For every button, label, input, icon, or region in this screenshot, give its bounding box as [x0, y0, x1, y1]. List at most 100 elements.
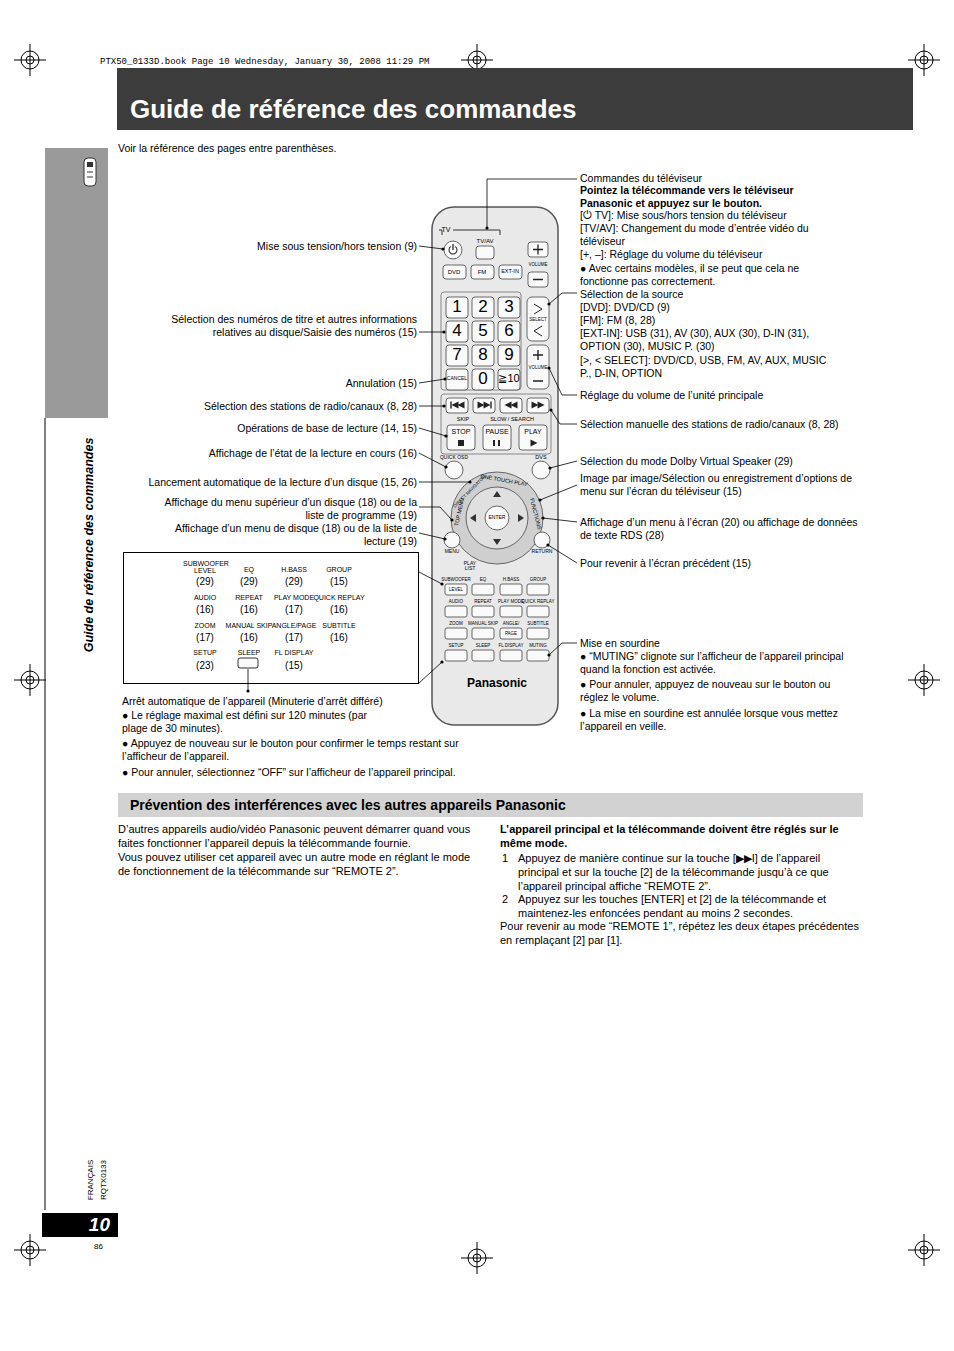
tv-bracket: [453, 230, 500, 235]
button-label: GROUP: [326, 566, 352, 573]
button-label: AUDIO: [194, 594, 216, 601]
button-label: 1: [452, 298, 461, 316]
text-label: RQTX0133: [97, 1160, 110, 1200]
symbol: [478, 402, 485, 409]
button-label: (16): [330, 633, 348, 644]
button-label: QUICK OSD: [440, 455, 468, 460]
leader-line: [419, 572, 442, 584]
text-label: Pour revenir à l’écran précédent (15): [580, 557, 865, 570]
button-label: EQ: [244, 566, 254, 573]
leader-dot: [442, 404, 445, 407]
remote-button: [472, 321, 494, 342]
button-label: (23): [196, 661, 214, 672]
enlarged-button-panel: SUBWOOFER LEVEL(29)EQ(29)H.BASS(29)GROUP…: [123, 552, 419, 684]
registration-mark: [908, 664, 940, 696]
button-label: (17): [285, 633, 303, 644]
remote-button: [500, 398, 522, 413]
button-label: (16): [240, 605, 258, 616]
text-label: ● Le réglage maximal est défini sur 120 …: [122, 709, 392, 735]
navigation-dial: [451, 472, 543, 564]
symbol: [505, 402, 512, 409]
text-label: Opérations de base de lecture (14, 15): [120, 422, 417, 435]
button-label: ANGLE/PAGE: [272, 622, 317, 629]
leader-dot: [546, 543, 549, 546]
leader-dot: [547, 653, 550, 656]
button-label: (17): [285, 605, 303, 616]
button-label: (16): [330, 605, 348, 616]
button-label: ZOOM: [449, 622, 463, 627]
button-label: PLAY: [524, 428, 541, 435]
button-label: PAGE: [505, 632, 517, 637]
remote-button: [472, 628, 494, 639]
remote-button: [446, 297, 468, 318]
text-label: Arrêt automatique de l’appareil (Minuter…: [122, 695, 452, 708]
page-number-box: 10: [42, 1213, 118, 1237]
button-label: (16): [240, 633, 258, 644]
text-label: Affichage d’un menu à l’écran (20) ou af…: [580, 516, 865, 542]
button-label: 5: [478, 322, 487, 340]
remote-button: [519, 425, 547, 450]
button-label: ENTER: [489, 515, 506, 520]
button-group: [441, 394, 551, 454]
button-label: MANUAL SKIP: [468, 622, 498, 627]
button-label: RETURN: [532, 549, 553, 554]
text-label: Pointez la télécommande vers le télévise…: [580, 184, 820, 210]
button-label: H.BASS: [503, 578, 520, 583]
sleep-button: [238, 658, 258, 668]
button-label: (29): [285, 577, 303, 588]
button-label: STOP: [452, 428, 471, 435]
leader-dot: [450, 518, 453, 521]
text-label: Mise sous tension/hors tension (9): [120, 240, 417, 253]
button-label: FM: [478, 269, 487, 275]
leader-line: [549, 643, 577, 655]
button-label: QUICK REPLAY: [313, 594, 364, 601]
symbol: [452, 402, 459, 409]
button-label: 3: [504, 298, 513, 316]
leader-line: [419, 428, 446, 436]
button-label: 8: [478, 346, 487, 364]
remote-button: [499, 265, 522, 279]
button-label: SLEEP: [476, 644, 491, 649]
symbol: [484, 402, 491, 409]
symbol: [531, 440, 538, 447]
button-label: SETUP: [193, 649, 216, 656]
page-title: Guide de référence des commandes: [130, 94, 577, 124]
button-label: 2: [478, 298, 487, 316]
text-label: Vous pouvez utiliser cet appareil avec u…: [118, 850, 478, 878]
text-label: Affichage du menu supérieur d’un disque …: [160, 496, 417, 522]
button-label: SUBTITLE: [527, 622, 549, 627]
remote-button: [473, 398, 495, 413]
remote-button: [498, 321, 520, 342]
remote-button: [443, 265, 466, 279]
leader-lines: [248, 179, 577, 691]
symbol: [470, 491, 524, 545]
button-label: 0: [478, 370, 487, 388]
button-label: EXT-IN: [501, 269, 519, 275]
button-label: MANUAL SKIP: [226, 622, 273, 629]
leader-dot: [541, 516, 544, 519]
button-label: SUBWOOFER LEVEL: [183, 560, 227, 575]
text-label: L’appareil principal et la télécommande …: [500, 822, 865, 850]
remote-button: [527, 398, 549, 413]
leader-dot: [440, 660, 443, 663]
button-label: SLOW / SEARCH: [490, 417, 534, 423]
symbol: [494, 440, 499, 446]
button-label: ZOOM: [195, 622, 216, 629]
remote-button: [445, 628, 467, 639]
button-label: PLAY MODE: [274, 594, 314, 601]
button-label: SELECT: [529, 318, 547, 323]
remote-button: [446, 369, 468, 390]
button-label: EQ: [480, 578, 487, 583]
remote-button: [446, 321, 468, 342]
button-label: TV/AV: [477, 238, 494, 244]
leader-dot: [485, 226, 488, 229]
text-label: Sélection de la source: [580, 288, 860, 301]
text-label: Pour revenir au mode “REMOTE 1”, répétez…: [500, 919, 865, 947]
button-label: 9: [504, 346, 513, 364]
text-label: 2: [502, 892, 514, 906]
text-label: PTX50_0133D.book Page 10 Wednesday, Janu…: [100, 57, 520, 68]
remote-button: [527, 584, 549, 595]
remote-icon: [84, 158, 96, 186]
leader-dot: [547, 302, 550, 305]
